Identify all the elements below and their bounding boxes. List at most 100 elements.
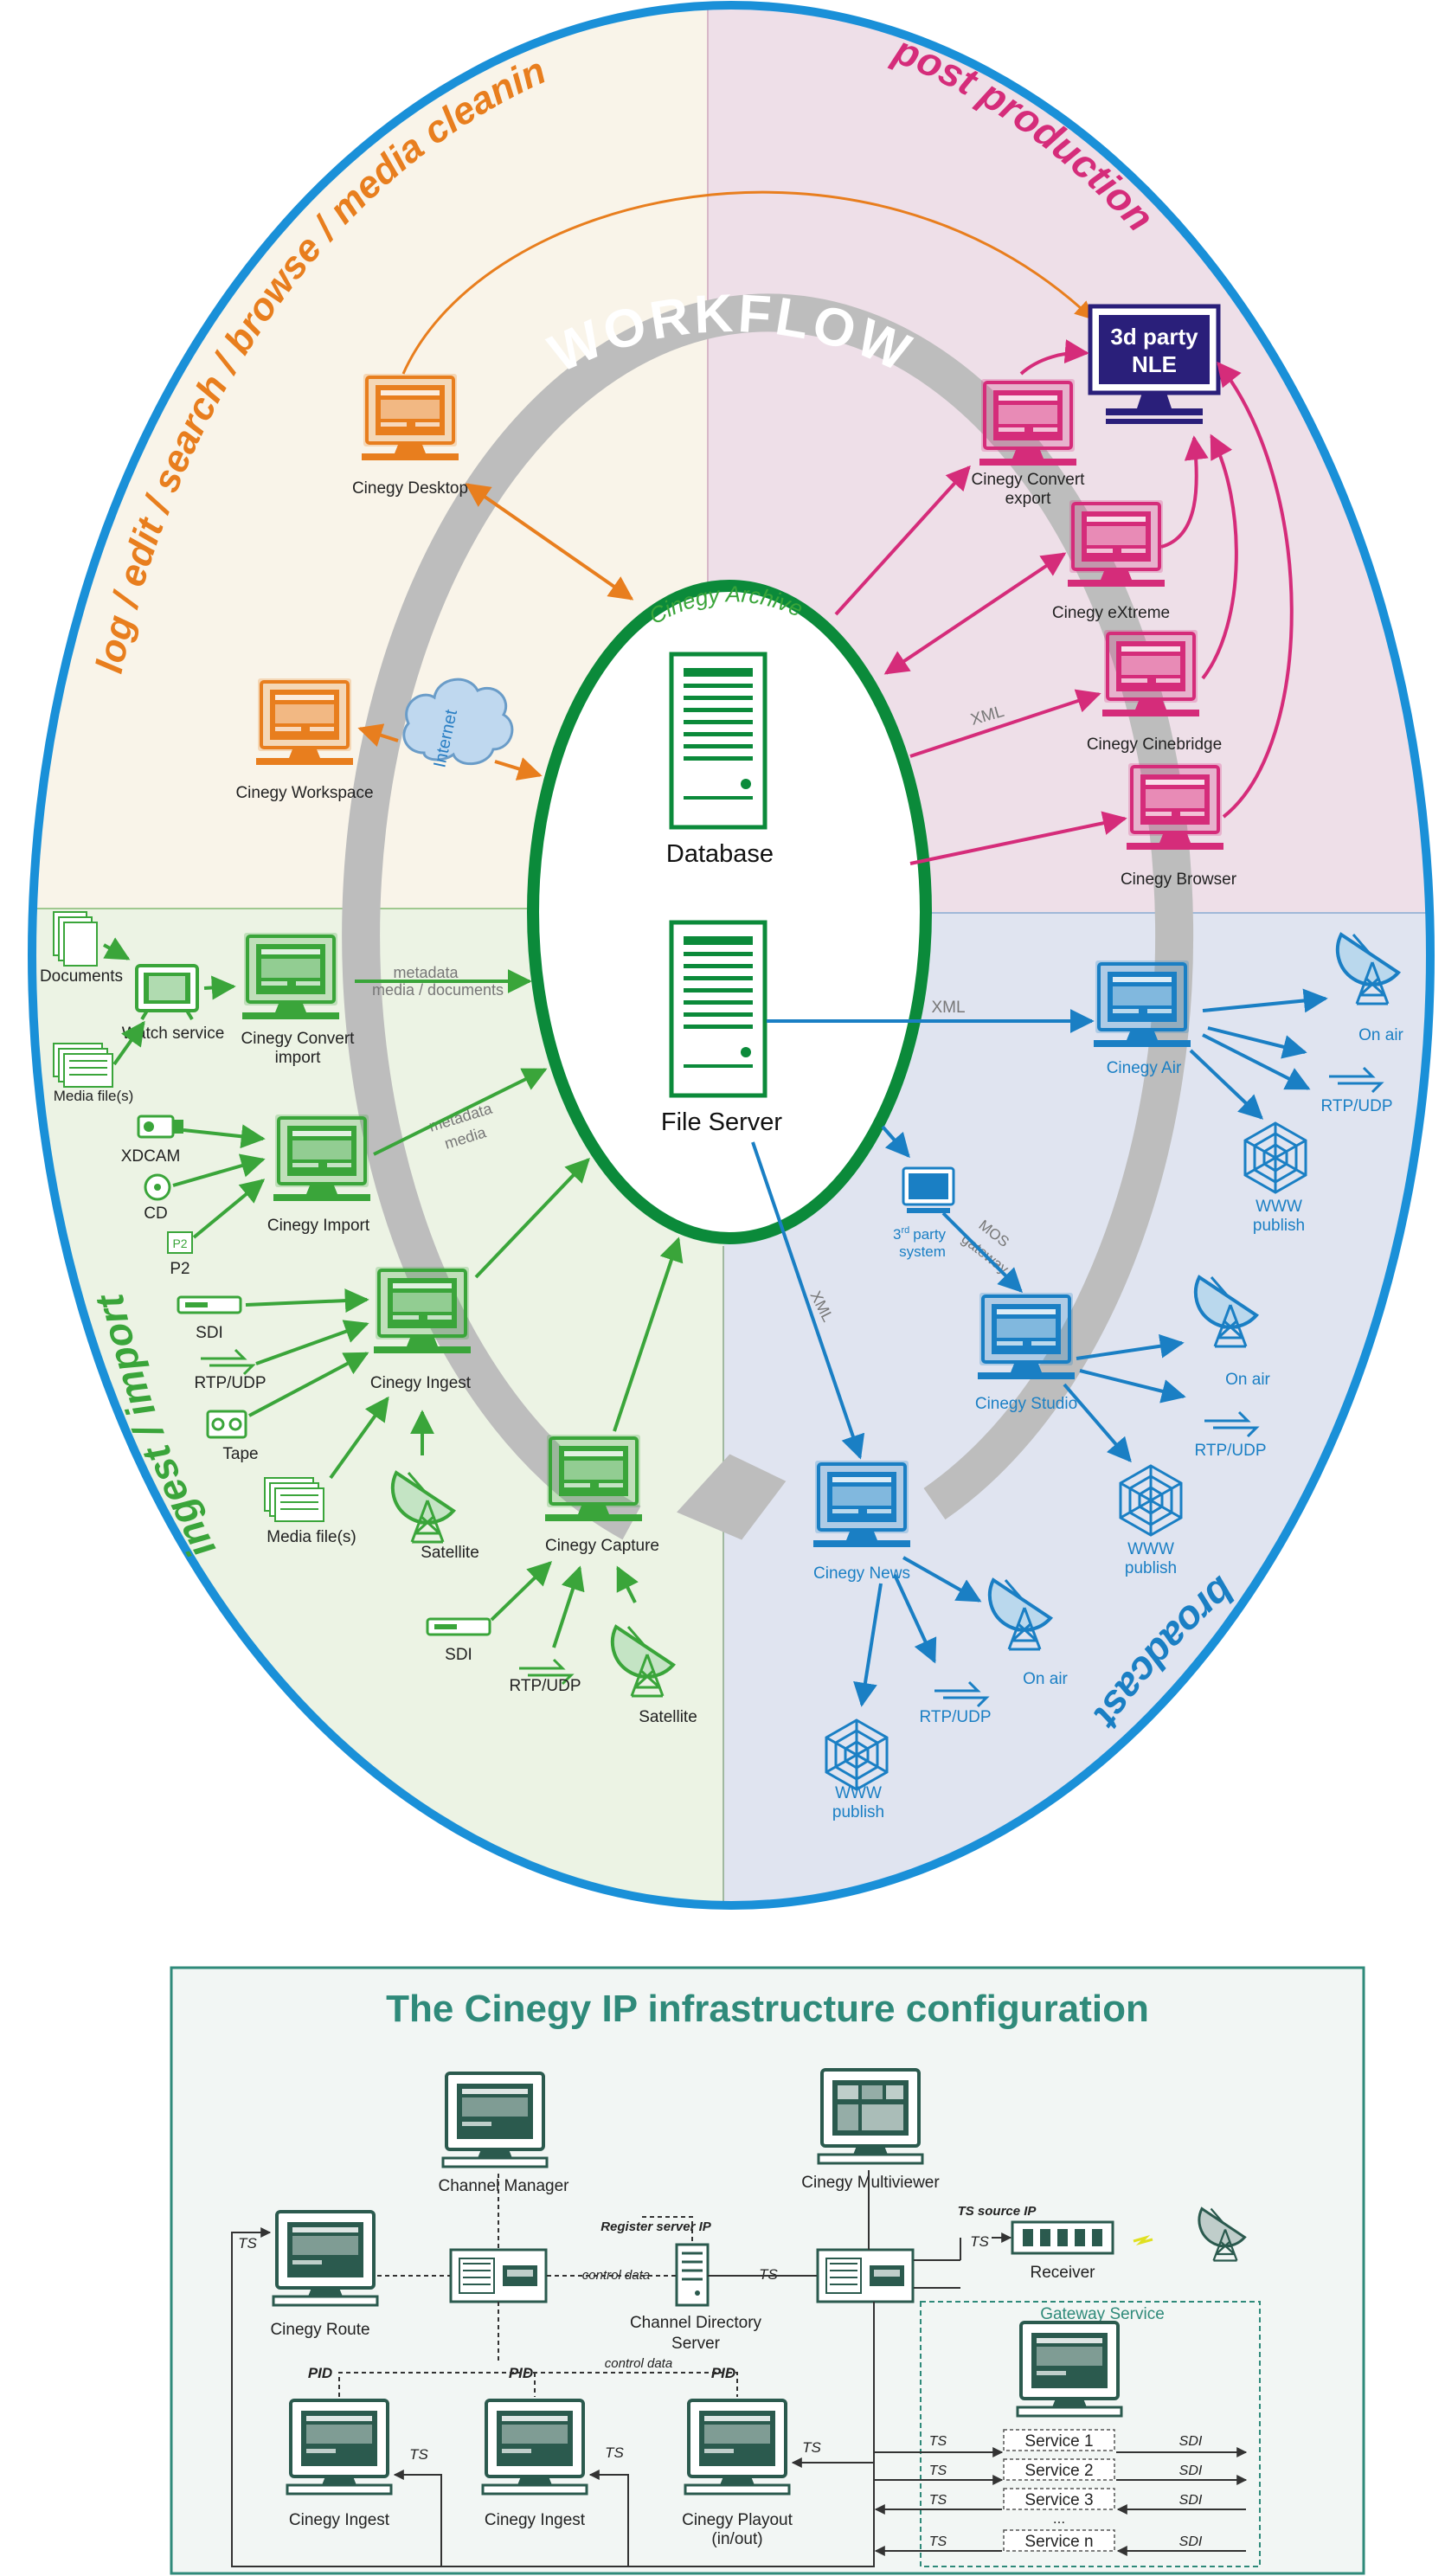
database-server-icon [671, 654, 765, 827]
service-ts-2: TS [929, 2464, 947, 2478]
channel-manager-rack-icon [449, 2248, 548, 2303]
watch-service-tv-icon [135, 964, 199, 1021]
documents-label: Documents [40, 967, 123, 986]
workspace-label: Cinegy Workspace [235, 784, 373, 802]
on-air-label-3: On air [1023, 1670, 1068, 1688]
import-label: Cinegy Import [267, 1217, 370, 1235]
file-server-icon [671, 922, 765, 1095]
service-box-3[interactable] [1003, 2488, 1115, 2510]
capture-label: Cinegy Capture [545, 1537, 659, 1555]
database-label: Database [666, 840, 774, 868]
www-label-1a: WWW [1256, 1198, 1302, 1216]
air-label: Cinegy Air [1107, 1059, 1182, 1077]
on-air-label-1: On air [1358, 1026, 1403, 1044]
documents-icon [53, 911, 98, 967]
route-label: Cinegy Route [270, 2321, 369, 2339]
satellite-label-2: Satellite [639, 1708, 697, 1726]
tape-label: Tape [222, 1445, 258, 1463]
service-sdi-1: SDI [1179, 2434, 1203, 2449]
cd-disc-icon [144, 1173, 171, 1201]
nle-label-line2: NLE [1132, 351, 1177, 377]
service-list: Service 1 TS SDI Service 2 TS SDI Servic… [874, 2429, 1248, 2556]
rtp-label-news: RTP/UDP [919, 1708, 991, 1726]
rtp-label-studio: RTP/UDP [1194, 1442, 1266, 1460]
third-party-label-1-sup: rd [901, 1225, 909, 1236]
directory-server-icon [675, 2243, 710, 2307]
multiviewer-label: Cinegy Multiviewer [801, 2174, 940, 2192]
directory-label-2: Server [671, 2335, 721, 2353]
media-files-label-1: Media file(s) [54, 1088, 134, 1104]
third-party-label-1-number: 3 [893, 1226, 901, 1243]
news-label: Cinegy News [813, 1564, 910, 1583]
ingest-quadrant: Documents Watch service Media file(s) Ci… [40, 911, 697, 1726]
convert-export-label-1: Cinegy Convert [972, 471, 1086, 489]
receiver-label: Receiver [1031, 2264, 1096, 2282]
pid-label-1: PID [308, 2365, 332, 2381]
ip-infrastructure-panel: The Cinegy IP infrastructure configurati… [170, 1966, 1365, 2575]
service-ts-n: TS [929, 2534, 947, 2549]
service-name-2: Service 2 [1024, 2462, 1093, 2480]
service-box-n[interactable] [1003, 2529, 1115, 2552]
nle-monitor[interactable]: 3d party NLE [1088, 304, 1221, 424]
ingest-2-label: Cinegy Ingest [485, 2511, 586, 2529]
third-party-label-2: system [899, 1243, 946, 1260]
service-sdi-3: SDI [1179, 2493, 1203, 2508]
control-data-label-1: control data [582, 2268, 650, 2283]
xdcam-camera-icon [137, 1115, 183, 1139]
channel-manager-label: Channel Manager [438, 2177, 569, 2195]
www-label-3a: WWW [835, 1784, 882, 1802]
ts-source-label: TS source IP [958, 2204, 1037, 2219]
ts-label-ingest-2: TS [605, 2444, 624, 2461]
outer-ring [28, 1, 1435, 1910]
directory-label-1: Channel Directory [630, 2314, 762, 2332]
service-sdi-n: SDI [1179, 2534, 1203, 2549]
service-name-3: Service 3 [1024, 2491, 1093, 2509]
control-data-label-2: control data [605, 2356, 672, 2371]
convert-import-label-1: Cinegy Convert [241, 1030, 356, 1048]
gateway-service-label: Gateway Service [1040, 2305, 1165, 2323]
watch-service-label: Watch service [122, 1025, 225, 1043]
ts-label-mid: TS [759, 2266, 778, 2283]
satellite-label-1: Satellite [421, 1544, 479, 1562]
service-ts-1: TS [929, 2434, 947, 2449]
rtp-label-2: RTP/UDP [509, 1677, 581, 1695]
rtp-label-1: RTP/UDP [194, 1374, 266, 1392]
service-box-2[interactable] [1003, 2458, 1115, 2481]
post-quadrant: 3d party NLE Cinegy Convert export Cineg… [834, 304, 1294, 889]
third-party-label-1-word: party [913, 1226, 946, 1243]
studio-label: Cinegy Studio [975, 1395, 1077, 1413]
internet-cloud-icon [402, 678, 514, 766]
tape-icon [206, 1410, 247, 1439]
service-name-n: Service n [1024, 2533, 1093, 2551]
register-label: Register server IP [600, 2219, 712, 2234]
signal-bolt-icon [1133, 2234, 1153, 2246]
p2-label: P2 [170, 1260, 189, 1278]
www-label-1b: publish [1253, 1217, 1305, 1235]
media-files-label-2: Media file(s) [267, 1528, 356, 1546]
service-box-1[interactable] [1003, 2429, 1115, 2451]
sdi-deck-icon-1 [177, 1295, 242, 1314]
www-label-3b: publish [832, 1803, 884, 1821]
service-ts-3: TS [929, 2493, 947, 2508]
sdi-label-2: SDI [445, 1646, 472, 1664]
service-name-1: Service 1 [1024, 2432, 1093, 2451]
nle-label-line1: 3d party [1110, 324, 1198, 350]
www-label-2b: publish [1125, 1559, 1177, 1577]
third-party-monitor-icon[interactable] [902, 1166, 955, 1213]
multiviewer-monitor-icon[interactable] [817, 2068, 924, 2165]
file-server-label: File Server [661, 1108, 783, 1136]
ts-label-receiver: TS [970, 2233, 989, 2250]
cinegy-archive: Cinegy Archive Database File Server [527, 580, 932, 1244]
p2-icon-text: P2 [172, 1237, 187, 1250]
rtp-label-air: RTP/UDP [1320, 1097, 1392, 1115]
xml-label-air: XML [931, 999, 965, 1017]
extreme-label: Cinegy eXtreme [1052, 604, 1170, 622]
service-ellipsis: ... [1053, 2510, 1065, 2527]
gateway-service-box [920, 2301, 1261, 2567]
ingest-1-label: Cinegy Ingest [289, 2511, 390, 2529]
metadata-label-1b: media / documents [372, 981, 504, 999]
ts-label-ingest-1: TS [409, 2446, 428, 2463]
cd-label: CD [144, 1204, 167, 1223]
on-air-label-2: On air [1225, 1371, 1270, 1389]
